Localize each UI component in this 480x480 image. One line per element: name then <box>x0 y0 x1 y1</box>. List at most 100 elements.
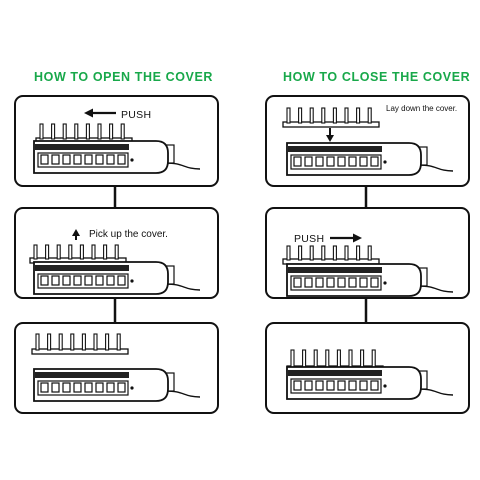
usb-port <box>95 275 104 286</box>
power-led <box>130 386 134 390</box>
usb-port <box>73 154 82 165</box>
usb-port <box>51 382 60 393</box>
cover-fin <box>286 107 291 124</box>
cover-fin <box>79 244 84 260</box>
cover-fin <box>371 349 376 368</box>
charger-close-2 <box>286 263 454 297</box>
cable <box>418 164 454 172</box>
label-push-right: PUSH <box>294 233 325 245</box>
power-led <box>130 279 134 283</box>
cover-fin <box>51 123 56 140</box>
charger-top-band <box>35 372 129 378</box>
arrow-head <box>353 233 362 243</box>
cable <box>165 390 201 398</box>
cover-fin <box>81 333 86 351</box>
cover-fin <box>298 245 303 261</box>
cover-base <box>31 348 129 355</box>
usb-port <box>117 154 126 165</box>
charger-open-1 <box>33 140 201 174</box>
usb-port <box>359 380 368 391</box>
push-right-arrow <box>330 233 362 243</box>
usb-port <box>370 277 379 288</box>
charger-open-2 <box>33 261 201 295</box>
usb-port <box>51 275 60 286</box>
cover-fin <box>356 245 361 261</box>
cover-lifting-open-2 <box>29 244 127 264</box>
usb-port <box>106 154 115 165</box>
cover-fin <box>348 349 353 368</box>
usb-port <box>84 275 93 286</box>
lay-down-arrow <box>326 128 334 142</box>
usb-port <box>370 380 379 391</box>
usb-port <box>117 275 126 286</box>
label-pick-up: Pick up the cover. <box>89 229 168 240</box>
cover-fin <box>325 349 330 368</box>
charger-close-1 <box>286 142 454 176</box>
usb-port <box>304 380 313 391</box>
cover-fin <box>344 107 349 124</box>
power-led <box>383 281 387 285</box>
label-push-left: PUSH <box>121 109 152 121</box>
charger-top-band <box>288 146 382 152</box>
cover-fin <box>74 123 79 140</box>
usb-port <box>40 275 49 286</box>
usb-port <box>84 382 93 393</box>
cover-fin <box>62 123 67 140</box>
cover-fin <box>321 245 326 261</box>
cable <box>418 388 454 396</box>
usb-port <box>337 156 346 167</box>
usb-port <box>315 380 324 391</box>
usb-port <box>337 380 346 391</box>
label-lay-down: Lay down the cover. <box>386 104 458 113</box>
cover-fin <box>114 244 119 260</box>
usb-port <box>326 156 335 167</box>
cover-fin <box>85 123 90 140</box>
cover-laying-close-1 <box>282 107 380 128</box>
charger-top-band <box>288 267 382 273</box>
cover-fin <box>298 107 303 124</box>
usb-port <box>370 156 379 167</box>
usb-port <box>337 277 346 288</box>
charger-open-3 <box>33 368 201 402</box>
usb-port <box>326 380 335 391</box>
cover-fin <box>116 333 121 351</box>
cover-fin <box>91 244 96 260</box>
usb-port <box>348 277 357 288</box>
cover-fin <box>39 123 44 140</box>
usb-port <box>359 156 368 167</box>
cover-fin <box>35 333 40 351</box>
usb-port <box>62 275 71 286</box>
arrow-head <box>326 135 334 142</box>
cover-fin <box>70 333 75 351</box>
cover-fin <box>103 244 108 260</box>
cable <box>165 162 201 170</box>
cover-fin <box>68 244 73 260</box>
title-close: HOW TO CLOSE THE COVER <box>283 70 471 84</box>
cover-fin <box>313 349 318 368</box>
cover-fin <box>309 245 314 261</box>
usb-port <box>359 277 368 288</box>
usb-port <box>62 154 71 165</box>
charger-top-band <box>35 144 129 150</box>
power-led <box>383 160 387 164</box>
usb-port <box>62 382 71 393</box>
usb-port <box>293 156 302 167</box>
cable <box>418 285 454 293</box>
title-open: HOW TO OPEN THE COVER <box>34 70 214 84</box>
cover-fin <box>302 349 307 368</box>
usb-port <box>40 382 49 393</box>
usb-port <box>95 154 104 165</box>
cover-fin <box>321 107 326 124</box>
usb-port <box>84 154 93 165</box>
usb-port <box>315 156 324 167</box>
usb-port <box>304 277 313 288</box>
port-strip <box>290 154 382 170</box>
cover-fin <box>367 107 372 124</box>
charger-close-3 <box>286 366 454 400</box>
cover-fin <box>120 123 125 140</box>
usb-port <box>106 382 115 393</box>
port-strip <box>290 275 382 291</box>
cover-fin <box>93 333 98 351</box>
port-strip <box>37 380 129 396</box>
